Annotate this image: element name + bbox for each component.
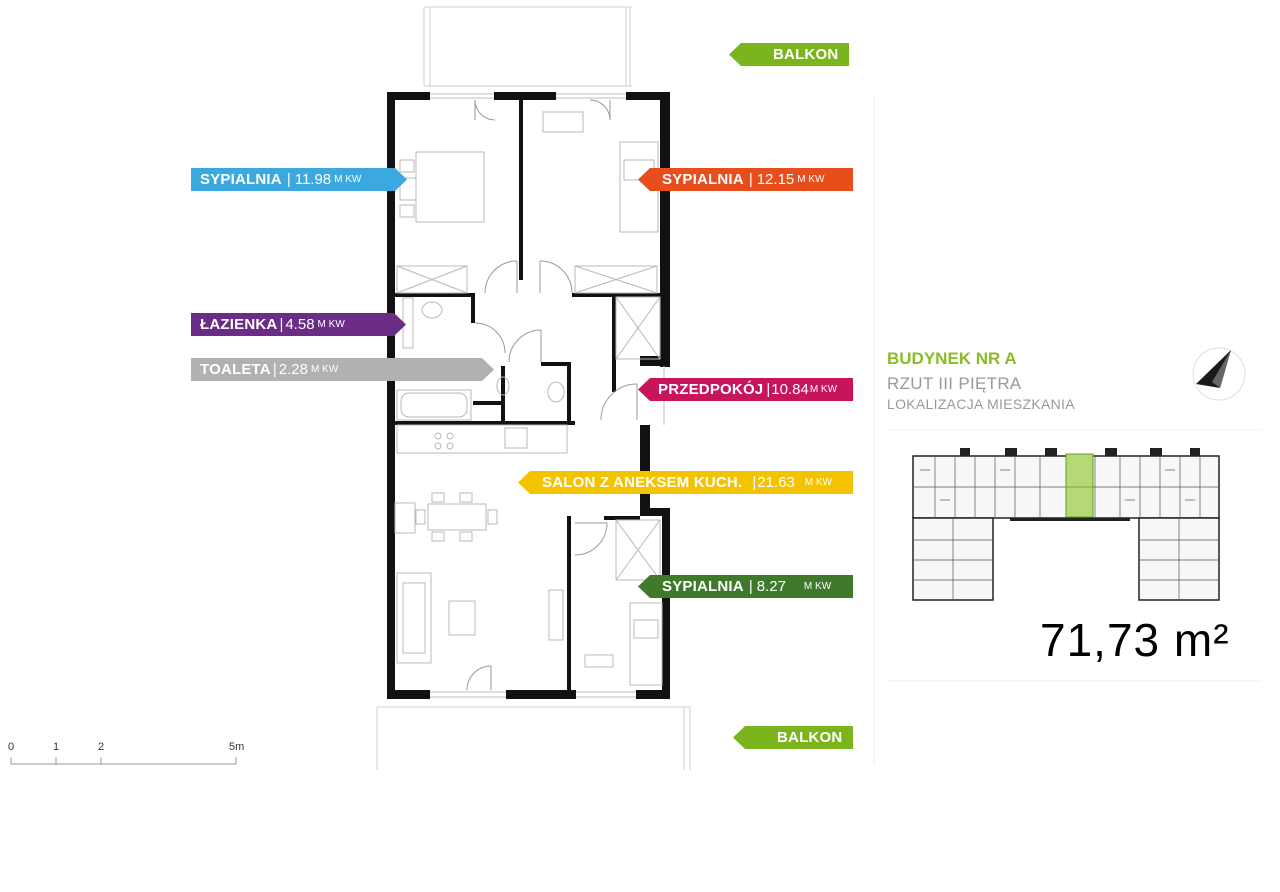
top-balcony	[423, 6, 632, 87]
scale-mark-1: 1	[53, 741, 60, 753]
balcony-label-bottom: BALKON	[733, 726, 853, 749]
windows	[430, 93, 665, 698]
building-name: BUDYNEK NR A	[887, 349, 1017, 368]
scale-bar	[10, 757, 237, 765]
door-swings	[466, 99, 638, 691]
bottom-balcony	[376, 706, 691, 770]
floor-label: RZUT III PIĘTRA	[887, 374, 1022, 393]
north-arrow-icon	[1192, 347, 1246, 401]
apartment-location-highlight	[1065, 453, 1094, 518]
balcony-label-top: BALKON	[729, 43, 849, 66]
furniture	[394, 111, 663, 686]
scale-mark-0: 0	[8, 741, 15, 753]
scale-mark-2: 2	[98, 741, 105, 753]
total-area: 71,73 m²	[1040, 614, 1230, 666]
location-label: LOKALIZACJA MIESZKANIA	[887, 396, 1075, 412]
building-location-map	[912, 448, 1220, 601]
scale-mark-5m: 5m	[229, 741, 245, 753]
exterior-walls	[387, 92, 670, 699]
